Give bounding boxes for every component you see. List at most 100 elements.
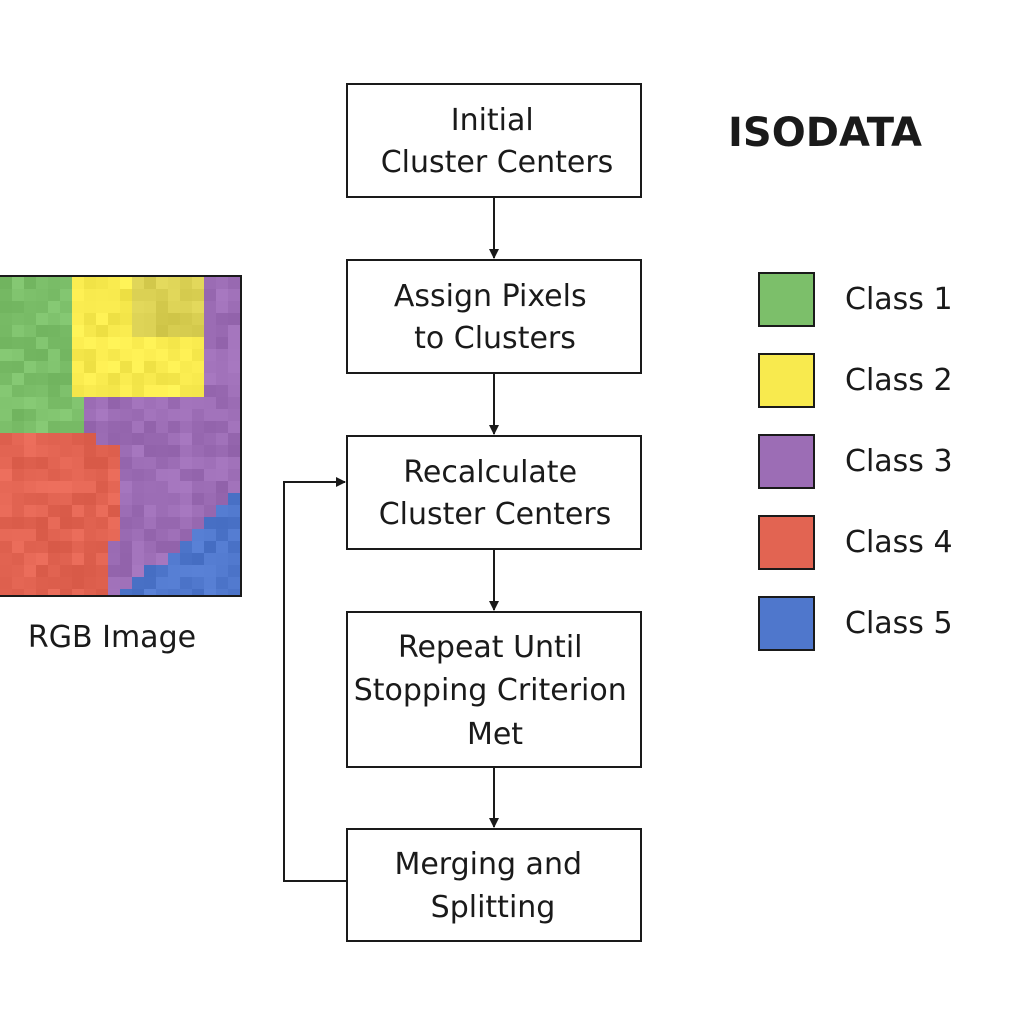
- image-pixel: [216, 409, 228, 421]
- step-label: Recalculate Cluster Centers: [379, 455, 612, 532]
- image-pixel: [12, 505, 24, 517]
- step-box: [346, 83, 642, 198]
- image-pixel: [84, 289, 96, 301]
- image-pixel: [24, 541, 36, 553]
- image-pixel: [216, 577, 228, 589]
- image-pixel: [228, 325, 240, 337]
- image-pixel: [48, 301, 60, 313]
- image-pixel: [12, 361, 24, 373]
- legend-label: Class 1: [845, 282, 953, 317]
- image-pixel: [228, 397, 240, 409]
- image-pixel: [120, 385, 132, 397]
- image-pixel: [168, 493, 180, 505]
- image-pixel: [48, 373, 60, 385]
- image-pixel: [60, 553, 72, 565]
- image-pixel: [84, 301, 96, 313]
- image-pixel: [24, 421, 36, 433]
- image-pixel: [144, 361, 156, 373]
- image-pixel: [96, 553, 108, 565]
- image-pixel: [132, 577, 144, 589]
- image-pixel: [168, 529, 180, 541]
- step-label-line: Splitting: [431, 890, 556, 925]
- image-pixel: [72, 445, 84, 457]
- step-merging-and-splitting: Merging and Splitting: [346, 828, 642, 942]
- image-pixel: [204, 553, 216, 565]
- image-pixel: [144, 553, 156, 565]
- step-label-line: Cluster Centers: [379, 497, 612, 532]
- image-pixel: [36, 409, 48, 421]
- image-pixel: [96, 277, 108, 289]
- image-pixel: [24, 529, 36, 541]
- image-pixel: [216, 457, 228, 469]
- image-pixel: [0, 385, 12, 397]
- image-pixel: [108, 577, 120, 589]
- image-pixel: [36, 589, 48, 595]
- image-pixel: [192, 385, 204, 397]
- image-pixel: [216, 469, 228, 481]
- image-pixel: [228, 577, 240, 589]
- image-pixel: [108, 589, 120, 595]
- image-pixel: [48, 325, 60, 337]
- image-pixel: [12, 517, 24, 529]
- image-pixel: [96, 493, 108, 505]
- image-pixel: [96, 541, 108, 553]
- image-pixel: [216, 589, 228, 595]
- image-pixel: [48, 565, 60, 577]
- image-pixel: [156, 505, 168, 517]
- image-pixel: [180, 373, 192, 385]
- image-pixel: [120, 541, 132, 553]
- image-pixel: [204, 409, 216, 421]
- image-pixel: [12, 373, 24, 385]
- image-pixel: [96, 301, 108, 313]
- image-pixel: [144, 409, 156, 421]
- image-pixel: [60, 457, 72, 469]
- image-pixel: [24, 433, 36, 445]
- step-box: [346, 611, 642, 768]
- image-pixel: [228, 277, 240, 289]
- image-pixel: [108, 289, 120, 301]
- image-pixel: [72, 337, 84, 349]
- image-pixel: [120, 481, 132, 493]
- image-pixel: [144, 469, 156, 481]
- image-pixel: [96, 325, 108, 337]
- image-pixel: [180, 565, 192, 577]
- image-pixel: [192, 289, 204, 301]
- image-pixel: [168, 301, 180, 313]
- image-pixel: [132, 289, 144, 301]
- image-pixel: [108, 541, 120, 553]
- image-pixel: [204, 433, 216, 445]
- image-pixel: [192, 361, 204, 373]
- image-pixel: [84, 541, 96, 553]
- image-pixel: [48, 553, 60, 565]
- image-pixel: [96, 517, 108, 529]
- image-pixel: [72, 301, 84, 313]
- image-pixel: [36, 337, 48, 349]
- image-pixel: [12, 457, 24, 469]
- image-pixel: [12, 385, 24, 397]
- image-pixel: [72, 409, 84, 421]
- image-pixel: [144, 385, 156, 397]
- image-pixel: [132, 481, 144, 493]
- image-pixel: [216, 385, 228, 397]
- rgb-image: [0, 277, 240, 595]
- image-pixel: [60, 325, 72, 337]
- image-pixel: [192, 541, 204, 553]
- image-pixel: [120, 337, 132, 349]
- image-pixel: [36, 349, 48, 361]
- image-pixel: [204, 325, 216, 337]
- image-pixel: [72, 289, 84, 301]
- image-pixel: [36, 277, 48, 289]
- image-pixel: [180, 301, 192, 313]
- image-pixel: [108, 325, 120, 337]
- image-pixel: [60, 301, 72, 313]
- image-pixel: [84, 313, 96, 325]
- image-pixel: [48, 577, 60, 589]
- image-pixel: [0, 589, 12, 595]
- image-pixel: [72, 505, 84, 517]
- image-pixel: [84, 481, 96, 493]
- image-pixel: [132, 409, 144, 421]
- image-pixel: [180, 529, 192, 541]
- image-pixel: [204, 541, 216, 553]
- image-pixel: [36, 529, 48, 541]
- image-pixel: [48, 397, 60, 409]
